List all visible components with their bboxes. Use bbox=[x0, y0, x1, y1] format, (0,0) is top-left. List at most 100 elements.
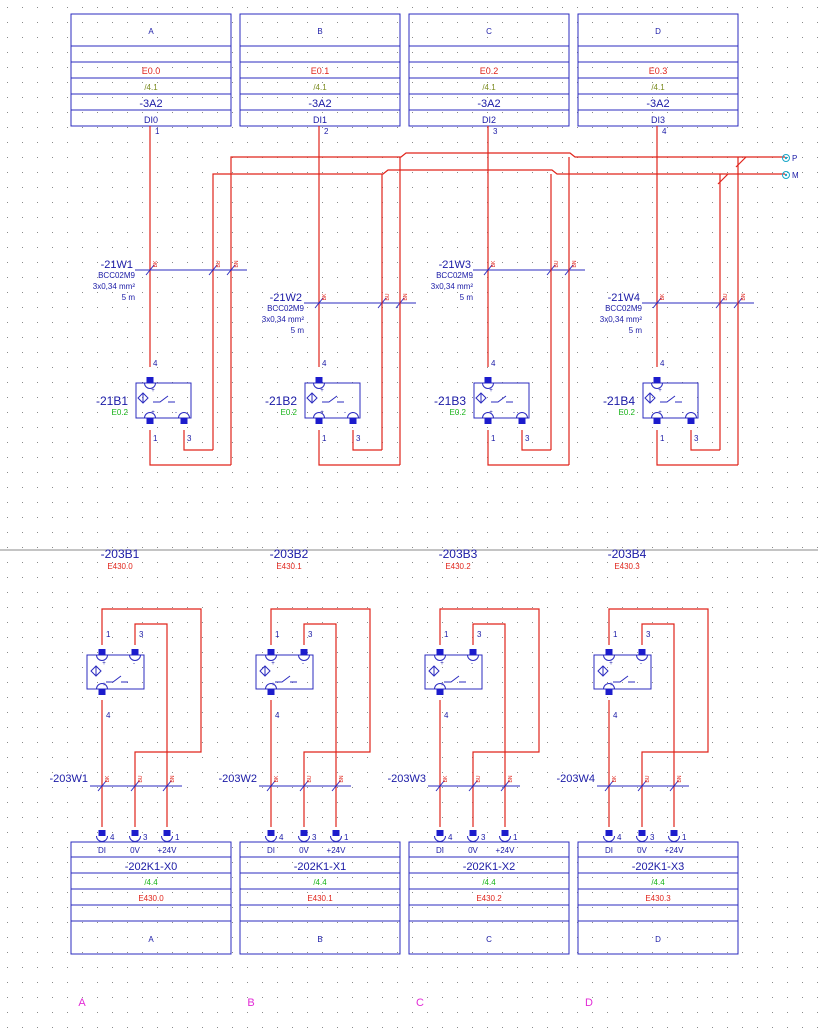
bottom-sensor-switch bbox=[613, 675, 635, 683]
top-cable-name: -21W3 bbox=[439, 259, 471, 271]
top-sensor-body bbox=[473, 382, 530, 419]
bottom-sensor-plus2: + bbox=[609, 682, 613, 688]
top-sensor-name: -21B1 bbox=[96, 394, 128, 408]
bottom-sensor-switch bbox=[106, 675, 128, 683]
bus-p-terminal bbox=[782, 154, 790, 162]
top-sensor-address: E0.2 bbox=[619, 408, 636, 417]
bottom-cable-tick bbox=[435, 780, 445, 792]
top-block-header: C bbox=[486, 27, 492, 36]
bottom-block-xref: /4.4 bbox=[144, 878, 158, 887]
top-sensor-pin-br: 3 bbox=[187, 434, 192, 443]
bottom-block-pin: 4 bbox=[617, 833, 622, 842]
column-marker-b: B bbox=[247, 997, 254, 1009]
bottom-wire-loop-1 bbox=[270, 608, 371, 827]
bottom-block-device: -202K1-X2 bbox=[463, 861, 516, 873]
top-cable-type: BCC02M9 bbox=[436, 271, 473, 280]
top-cable-tick bbox=[145, 264, 155, 276]
top-sensor-minus: - bbox=[344, 410, 346, 416]
bottom-cable-name: -203W3 bbox=[387, 773, 426, 785]
top-block-xref: /4.1 bbox=[651, 83, 665, 92]
column-marker-a: A bbox=[78, 997, 86, 1009]
bottom-sensor-minus: - bbox=[302, 661, 304, 667]
top-block-address: E0.1 bbox=[311, 66, 330, 76]
bottom-block-frame bbox=[577, 841, 739, 955]
top-block-device: -3A2 bbox=[139, 98, 162, 110]
bottom-cable-name: -203W4 bbox=[556, 773, 595, 785]
top-cable-color-code: BU bbox=[723, 293, 729, 300]
bottom-cable-color-code: BN bbox=[170, 775, 176, 782]
top-block-port: DI1 bbox=[313, 115, 327, 125]
top-sensor-switch bbox=[322, 395, 344, 403]
top-sensor-switch bbox=[153, 395, 175, 403]
bottom-cable-tick bbox=[130, 780, 140, 792]
bottom-wire-loop-3 bbox=[472, 623, 506, 827]
bottom-block-signal: DI bbox=[98, 846, 106, 855]
bottom-sensor-plus: + bbox=[440, 661, 444, 667]
bottom-sensor-pin-tl: 1 bbox=[275, 630, 280, 639]
top-return-p-wire bbox=[149, 430, 231, 466]
bottom-sensor-pin-tr: 3 bbox=[139, 630, 144, 639]
bottom-sensor-pin-tl: 1 bbox=[613, 630, 618, 639]
bottom-sensor-name: -203B3 bbox=[439, 547, 478, 561]
bottom-sensor-name: -203B1 bbox=[101, 547, 140, 561]
bottom-block-address: E430.0 bbox=[138, 894, 164, 903]
top-return-m-wire bbox=[352, 430, 382, 451]
top-cable-length: 5 m bbox=[629, 326, 643, 335]
bottom-block-footer: C bbox=[486, 935, 492, 944]
bottom-block-signal: DI bbox=[267, 846, 275, 855]
bottom-block-footer: D bbox=[655, 935, 661, 944]
bottom-sensor-address: E430.3 bbox=[614, 562, 640, 571]
bus-m-terminal-dot bbox=[784, 173, 788, 177]
bottom-sensor-minus: - bbox=[640, 661, 642, 667]
bottom-cable-tick bbox=[331, 780, 341, 792]
bottom-block-frame bbox=[239, 841, 401, 955]
bottom-sensor-plus2: + bbox=[440, 682, 444, 688]
bottom-cable-name: -203W2 bbox=[218, 773, 257, 785]
bottom-sensor-pin-b: 4 bbox=[275, 711, 280, 720]
top-cable-length: 5 m bbox=[122, 293, 136, 302]
column-marker-c: C bbox=[416, 997, 424, 1009]
top-block-address: E0.0 bbox=[142, 66, 161, 76]
bottom-block-device: -202K1-X0 bbox=[125, 861, 178, 873]
top-block-device: -3A2 bbox=[477, 98, 500, 110]
bottom-sensor-plus: + bbox=[271, 661, 275, 667]
top-cable-name: -21W4 bbox=[608, 292, 640, 304]
bottom-block-address: E430.2 bbox=[476, 894, 502, 903]
bottom-sensor-name: -203B2 bbox=[270, 547, 309, 561]
bottom-block-pin: 4 bbox=[448, 833, 453, 842]
top-cable-color-code: BU bbox=[385, 293, 391, 300]
bottom-sensor-pin-tl: 1 bbox=[444, 630, 449, 639]
top-cable-section: 3x0,34 mm² bbox=[262, 315, 305, 324]
bottom-block-pin: 1 bbox=[175, 833, 180, 842]
top-sensor-pin-br: 3 bbox=[694, 434, 699, 443]
top-block-device: -3A2 bbox=[646, 98, 669, 110]
bottom-block-device: -202K1-X3 bbox=[632, 861, 685, 873]
bottom-sensor-address: E430.1 bbox=[276, 562, 302, 571]
bottom-cable-tick bbox=[97, 780, 107, 792]
bottom-sensor-plus: + bbox=[102, 661, 106, 667]
bottom-wire-loop-1 bbox=[439, 608, 540, 827]
top-sensor-pin-bl: 1 bbox=[153, 434, 158, 443]
bottom-cable-tick bbox=[604, 780, 614, 792]
top-return-p-wire bbox=[487, 430, 569, 466]
bottom-sensor-pin-tr: 3 bbox=[477, 630, 482, 639]
top-block-header: B bbox=[317, 27, 322, 36]
bottom-sensor-pin-b: 4 bbox=[106, 711, 111, 720]
top-sensor-body bbox=[304, 382, 361, 419]
bottom-block-pin: 1 bbox=[513, 833, 518, 842]
bottom-cable-tick bbox=[669, 780, 679, 792]
top-block-xref: /4.1 bbox=[482, 83, 496, 92]
top-cable-name: -21W1 bbox=[101, 259, 133, 271]
top-block-device: -3A2 bbox=[308, 98, 331, 110]
top-cable-length: 5 m bbox=[291, 326, 305, 335]
bottom-block-signal: +24V bbox=[496, 846, 516, 855]
top-cable-tick bbox=[208, 264, 218, 276]
